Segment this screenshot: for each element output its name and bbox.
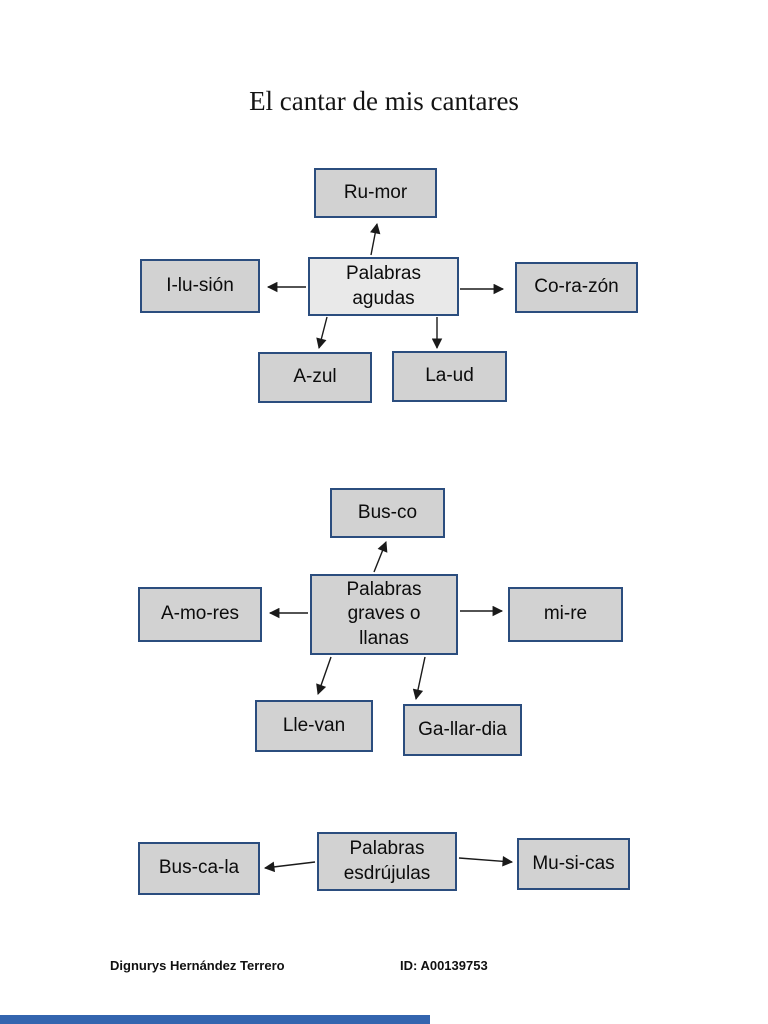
- node-palabras-graves-o-llanas: Palabras graves o llanas: [310, 574, 458, 655]
- node-palabras-agudas: Palabras agudas: [308, 257, 459, 316]
- node-mu-si-cas: Mu-si-cas: [517, 838, 630, 890]
- page-title: El cantar de mis cantares: [249, 86, 519, 116]
- node-ru-mor: Ru-mor: [314, 168, 437, 218]
- node-mi-re: mi-re: [508, 587, 623, 642]
- arrow-esdrujulas-left: [263, 861, 316, 873]
- node-la-ud: La-ud: [392, 351, 507, 402]
- arrow-agudas-bottom-left: [316, 316, 328, 350]
- node-a-mo-res: A-mo-res: [138, 587, 262, 642]
- node-bus-ca-la: Bus-ca-la: [138, 842, 260, 895]
- page-bottom-accent-bar: [0, 1015, 430, 1024]
- node-palabras-esdrujulas: Palabras esdrújulas: [317, 832, 457, 891]
- arrow-graves-bottom-right: [412, 656, 426, 701]
- node-i-lu-sion: I-lu-sión: [140, 259, 260, 313]
- node-lle-van: Lle-van: [255, 700, 373, 752]
- footer-student-id: ID: A00139753: [400, 958, 488, 973]
- node-a-zul: A-zul: [258, 352, 372, 403]
- arrow-graves-top: [373, 541, 388, 573]
- node-co-ra-zon: Co-ra-zón: [515, 262, 638, 313]
- node-ga-llar-dia: Ga-llar-dia: [403, 704, 522, 756]
- arrow-agudas-top: [370, 222, 381, 256]
- arrow-graves-bottom-left: [316, 656, 332, 695]
- arrow-esdrujulas-right: [458, 856, 514, 867]
- footer-author: Dignurys Hernández Terrero: [110, 958, 285, 973]
- node-bus-co: Bus-co: [330, 488, 445, 538]
